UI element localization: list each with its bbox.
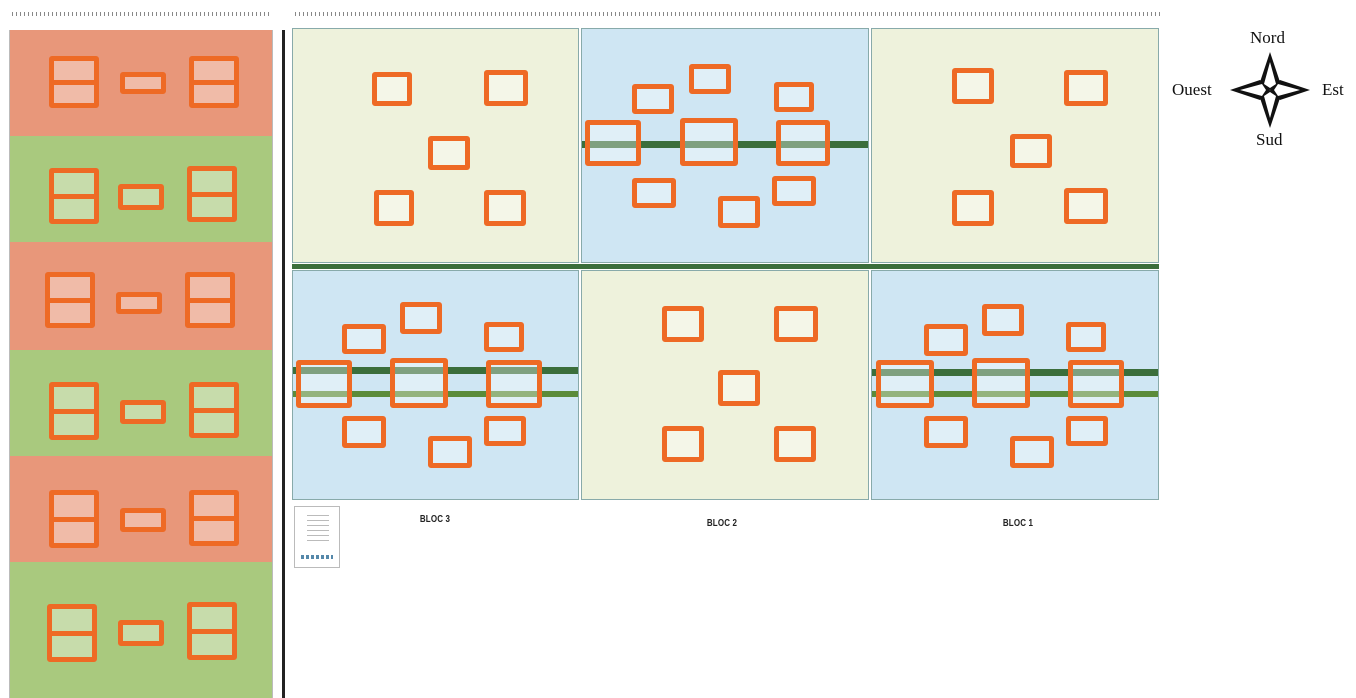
sidebar-plot xyxy=(49,490,99,548)
plot-marker xyxy=(486,360,542,408)
row-strip xyxy=(293,367,578,374)
sidebar-plot xyxy=(47,604,97,662)
plot-marker xyxy=(1064,188,1108,224)
bloc3-bottom-subplot xyxy=(292,270,579,500)
plot-marker xyxy=(924,416,968,448)
bloc-label-3: BLOC 3 xyxy=(419,514,451,525)
plot-marker xyxy=(972,358,1030,408)
legend-lines xyxy=(307,515,329,545)
plot-marker xyxy=(484,190,526,226)
plot-marker xyxy=(428,436,472,468)
sidebar-plot xyxy=(118,620,164,646)
legend-box xyxy=(294,506,340,568)
sidebar-plot xyxy=(189,56,239,108)
plot-marker xyxy=(774,426,816,462)
plot-marker xyxy=(1066,416,1108,446)
plot-marker xyxy=(774,82,814,112)
plot-marker xyxy=(952,190,994,226)
plot-marker xyxy=(632,178,676,208)
sidebar-plot xyxy=(116,292,162,314)
plot-marker xyxy=(680,118,738,166)
bloc-row-separator xyxy=(292,264,1159,269)
plot-marker xyxy=(342,416,386,448)
plot-marker xyxy=(400,302,442,334)
plot-marker xyxy=(428,136,470,170)
plot-marker xyxy=(390,358,448,408)
plot-marker xyxy=(484,70,528,106)
sidebar-plot xyxy=(45,272,95,328)
sidebar-plot xyxy=(120,400,166,424)
plot-marker xyxy=(952,68,994,104)
plot-marker xyxy=(1068,360,1124,408)
sidebar-plot xyxy=(189,490,239,546)
plot-marker xyxy=(1010,134,1052,168)
compass: Nord Ouest Est Sud xyxy=(1170,26,1356,152)
compass-south-label: Sud xyxy=(1256,130,1283,149)
plot-marker xyxy=(876,360,934,408)
plot-marker xyxy=(632,84,674,114)
plot-marker xyxy=(662,426,704,462)
compass-west-label: Ouest xyxy=(1172,80,1212,99)
sidebar-plot xyxy=(118,184,164,210)
sidebar-plot xyxy=(49,168,99,224)
sidebar-plot xyxy=(185,272,235,328)
plot-marker xyxy=(296,360,352,408)
sidebar-plot xyxy=(49,56,99,108)
sidebar-plot xyxy=(120,508,166,532)
plot-marker xyxy=(374,190,414,226)
field-separator xyxy=(282,30,285,698)
plot-marker xyxy=(689,64,731,94)
plot-marker xyxy=(662,306,704,342)
bloc2-bottom-subplot xyxy=(581,270,869,500)
row-strip xyxy=(582,141,868,148)
bloc-label-1: BLOC 1 xyxy=(1002,518,1034,529)
compass-east-label: Est xyxy=(1322,80,1344,99)
bloc3-top-subplot xyxy=(292,28,579,263)
plot-marker xyxy=(1066,322,1106,352)
plot-marker xyxy=(585,120,641,166)
sidebar-plot xyxy=(120,72,166,94)
plot-marker xyxy=(1064,70,1108,106)
plot-marker xyxy=(484,322,524,352)
plot-marker xyxy=(342,324,386,354)
sidebar-field xyxy=(9,30,273,698)
compass-north-label: Nord xyxy=(1250,28,1285,47)
plot-marker xyxy=(484,416,526,446)
plot-marker xyxy=(924,324,968,356)
sidebar-plot xyxy=(187,602,237,660)
legend-swatch-row xyxy=(301,555,333,559)
compass-rose-icon xyxy=(1230,52,1310,128)
plot-marker xyxy=(372,72,412,106)
bloc-label-2: BLOC 2 xyxy=(706,518,738,529)
plot-marker xyxy=(718,370,760,406)
plot-marker xyxy=(772,176,816,206)
sidebar-plot xyxy=(187,166,237,222)
top-ruler-right xyxy=(295,12,1160,16)
row-strip xyxy=(872,391,1158,397)
sidebar-plot xyxy=(49,382,99,440)
sidebar-plot xyxy=(189,382,239,438)
sidebar-overlay-rows xyxy=(9,30,271,698)
plot-marker xyxy=(1010,436,1054,468)
plot-marker xyxy=(718,196,760,228)
bloc1-top-subplot xyxy=(871,28,1159,263)
plot-marker xyxy=(774,306,818,342)
top-ruler-left xyxy=(12,12,270,16)
plot-marker xyxy=(776,120,830,166)
row-strip xyxy=(293,391,578,397)
row-strip xyxy=(872,369,1158,376)
plot-marker xyxy=(982,304,1024,336)
